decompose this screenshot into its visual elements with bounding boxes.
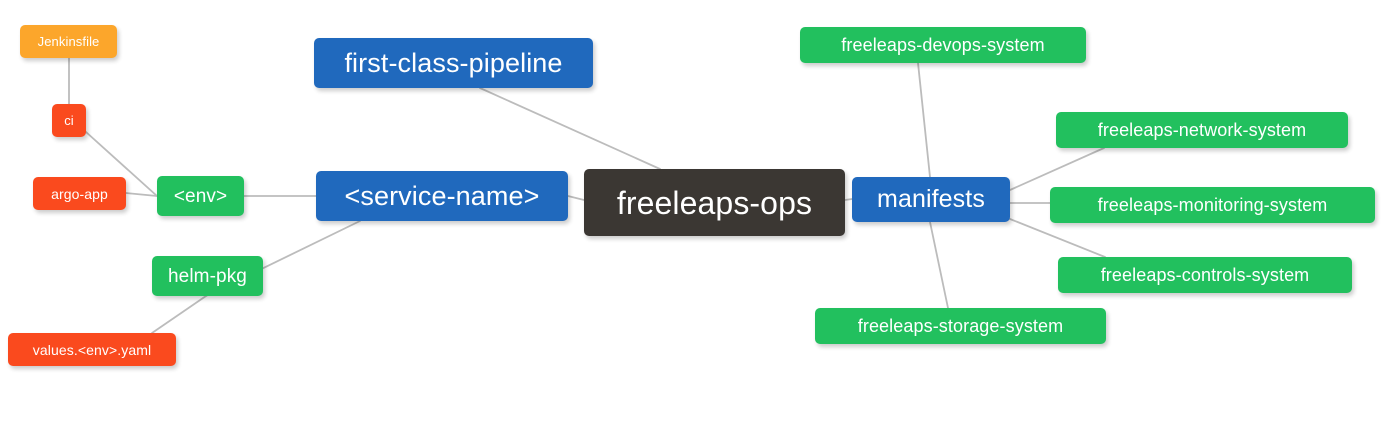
edge-freeleaps-ops-to-manifests [844,198,853,201]
edge-manifests-to-freeleaps-storage-system [929,221,949,309]
node-label: <service-name> [344,180,540,211]
node-freeleaps-ops[interactable]: freeleaps-ops [584,169,845,236]
node-ci[interactable]: ci [52,104,86,137]
node-label: freeleaps-monitoring-system [1097,195,1328,215]
node-label: freeleaps-network-system [1097,120,1307,140]
node-label: <env> [173,185,228,207]
node-label: ci [64,113,74,128]
node-label: freeleaps-ops [616,184,813,221]
node-label: manifests [877,185,985,213]
node-label: freeleaps-devops-system [841,35,1045,55]
node-label: helm-pkg [168,265,247,287]
edge-manifests-to-freeleaps-devops-system [917,62,931,178]
node-argo-app[interactable]: argo-app [33,177,126,210]
node-label: values.<env>.yaml [32,341,152,358]
node-service-name[interactable]: <service-name> [316,171,568,221]
node-label: first-class-pipeline [344,47,563,78]
node-helm-pkg[interactable]: helm-pkg [152,256,263,296]
node-label: argo-app [51,185,108,202]
node-freeleaps-devops-system[interactable]: freeleaps-devops-system [800,27,1086,63]
node-manifests[interactable]: manifests [852,177,1010,222]
node-first-class-pipeline[interactable]: first-class-pipeline [314,38,593,88]
edge-argo-app-to-env [125,192,158,197]
node-values-yaml[interactable]: values.<env>.yaml [8,333,176,366]
edge-first-class-pipeline-to-freeleaps-ops [479,87,661,170]
edge-values-yaml-to-helm-pkg [151,295,207,334]
edge-manifests-to-freeleaps-network-system [1009,147,1105,191]
node-freeleaps-monitoring-system[interactable]: freeleaps-monitoring-system [1050,187,1375,223]
node-label: freeleaps-controls-system [1100,265,1310,285]
edge-service-name-to-freeleaps-ops [567,195,585,201]
edge-manifests-to-freeleaps-controls-system [1009,218,1106,258]
node-env[interactable]: <env> [157,176,244,216]
node-freeleaps-storage-system[interactable]: freeleaps-storage-system [815,308,1106,344]
node-freeleaps-controls-system[interactable]: freeleaps-controls-system [1058,257,1352,293]
node-jenkinsfile[interactable]: Jenkinsfile [20,25,117,58]
node-freeleaps-network-system[interactable]: freeleaps-network-system [1056,112,1348,148]
node-label: Jenkinsfile [37,34,100,49]
node-label: freeleaps-storage-system [857,316,1064,336]
